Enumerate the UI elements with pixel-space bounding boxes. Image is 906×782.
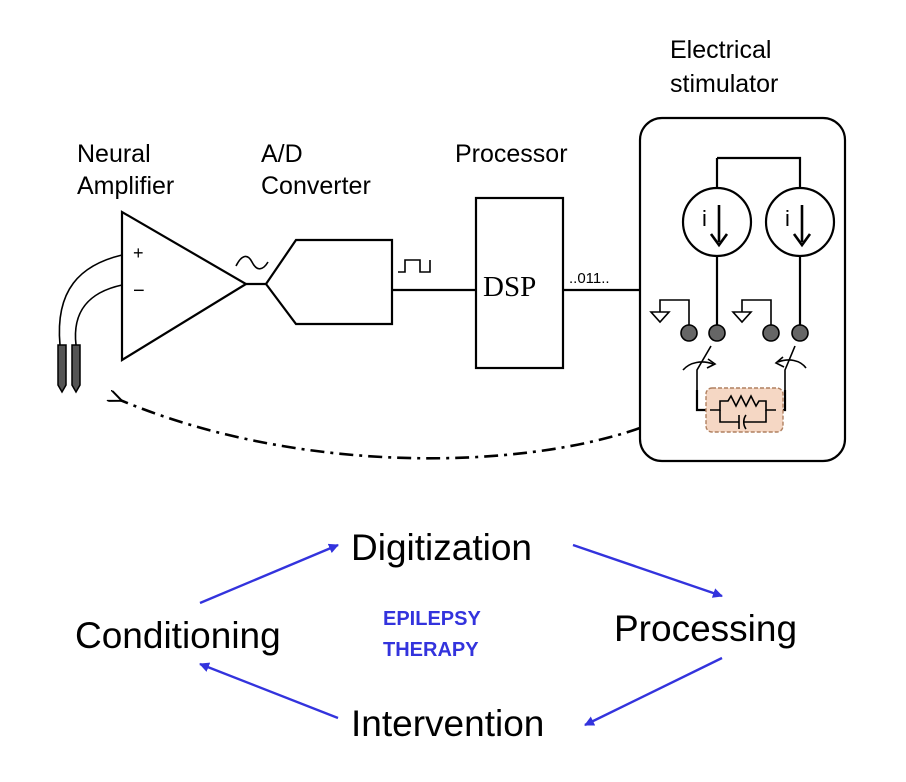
digital-wave-icon	[398, 259, 431, 273]
minus-sign: −	[133, 280, 145, 302]
electrical-stimulator: Electrical stimulator i i	[638, 36, 847, 463]
switch-right-icon	[774, 345, 807, 390]
neural-amplifier: Neural Amplifier + −	[77, 140, 269, 362]
capacitor-icon	[719, 410, 767, 430]
center-label-line2: THERAPY	[383, 639, 479, 661]
processor-label: Processor	[455, 140, 568, 168]
resistor-icon	[710, 394, 776, 411]
switch-contact	[762, 324, 780, 342]
switch-contact	[680, 324, 698, 342]
stimulator-label-line2: stimulator	[670, 70, 778, 98]
dsp-box	[474, 196, 565, 370]
cycle-conditioning: Conditioning	[75, 615, 281, 656]
amplifier-triangle	[120, 210, 249, 362]
center-label-line1: EPILEPSY	[383, 608, 481, 630]
arrow-conditioning-to-digitization	[199, 543, 339, 605]
feedback-arrow	[120, 400, 641, 460]
bitstream-label: ..011..	[569, 270, 610, 287]
adc-shape	[264, 238, 394, 326]
switch-contact	[708, 324, 726, 342]
stimulator-label-line1: Electrical	[670, 36, 771, 64]
arrow-digitization-to-processing	[572, 543, 723, 598]
arrow-intervention-to-conditioning	[199, 662, 339, 720]
electrodes	[57, 254, 123, 394]
current-source-left: i	[681, 186, 753, 258]
cycle-processing: Processing	[614, 608, 797, 649]
tissue-load-model	[705, 387, 784, 433]
adc-label-line1: A/D	[261, 140, 303, 168]
current-source-right-label: i	[785, 206, 790, 231]
switch-contact	[791, 324, 809, 342]
switch-left-icon	[682, 345, 717, 390]
amplifier-label-line1: Neural	[77, 140, 151, 168]
arrow-processing-to-intervention	[584, 656, 723, 727]
current-source-left-label: i	[702, 206, 707, 231]
plus-sign: +	[133, 243, 144, 263]
ground-right-icon	[731, 299, 772, 326]
amplifier-label-line2: Amplifier	[77, 172, 174, 200]
cycle-digitization: Digitization	[351, 527, 532, 568]
ground-left-icon	[649, 299, 690, 326]
processor: Processor DSP ..011..	[455, 140, 640, 370]
current-source-right: i	[764, 186, 836, 258]
therapy-cycle: Digitization Processing Intervention Con…	[75, 527, 797, 744]
cycle-intervention: Intervention	[351, 703, 544, 744]
ad-converter: A/D Converter	[261, 140, 476, 326]
analog-wave-icon	[235, 255, 269, 270]
adc-label-line2: Converter	[261, 172, 371, 200]
dsp-label: DSP	[483, 271, 536, 303]
